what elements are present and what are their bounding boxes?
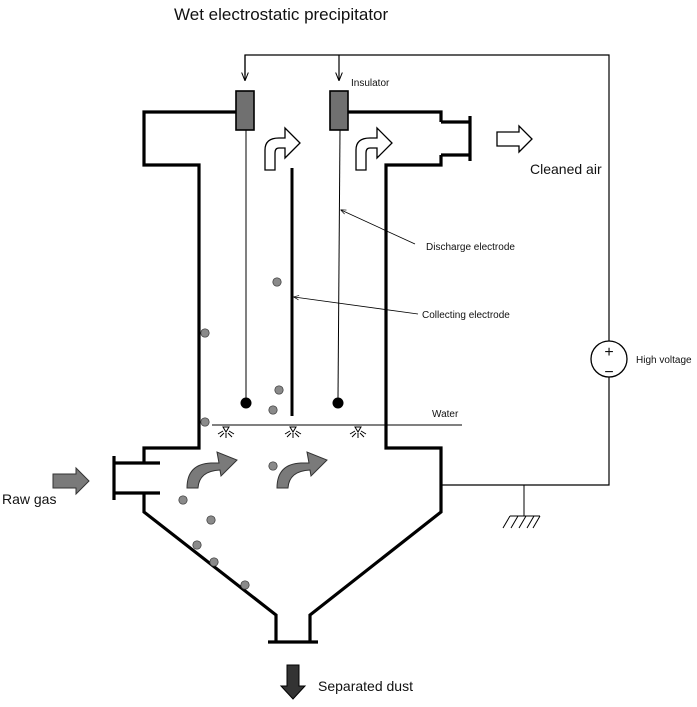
raw-gas-inlet-arrow: [52, 466, 90, 496]
gas-flow-arrow-lower-right: [276, 451, 328, 489]
diagram-title: Wet electrostatic precipitator: [174, 5, 388, 24]
cleaned-air-outlet-arrow: [496, 124, 533, 154]
gas-flow-arrow-upper-left: [264, 126, 301, 171]
separated-dust-label: Separated dust: [318, 678, 413, 694]
gas-flow-arrow-lower-left: [186, 451, 238, 489]
particle: [178, 495, 188, 505]
positive-terminal-sign: +: [604, 344, 613, 361]
insulator-label: Insulator: [351, 78, 390, 89]
separated-dust-arrow: [279, 664, 307, 700]
particle: [268, 405, 278, 415]
discharge-electrode-weight-right: [332, 397, 344, 409]
particle: [240, 580, 250, 590]
collecting-electrode-leader: [294, 297, 419, 315]
particle: [200, 328, 210, 338]
particle: [192, 540, 202, 550]
particle: [206, 515, 216, 525]
raw-gas-label: Raw gas: [2, 491, 56, 507]
particle: [274, 385, 284, 395]
dust-particles: [178, 277, 284, 590]
discharge-electrode-label: Discharge electrode: [426, 242, 515, 253]
gas-flow-arrow-upper-right: [355, 126, 393, 171]
particle: [200, 417, 210, 427]
particle: [272, 277, 282, 287]
insulator-right: [329, 90, 349, 131]
vessel-left-wall: [142, 110, 246, 463]
high-voltage-label: High voltage: [636, 355, 692, 366]
insulator-left: [235, 90, 255, 131]
spray-nozzle-icon: [217, 426, 367, 438]
outlet-lower-wall: [308, 155, 443, 642]
hv-wire-bottom: [441, 377, 610, 486]
water-label: Water: [432, 409, 459, 420]
vessel-right-wall: [346, 110, 443, 122]
discharge-electrode-leader: [341, 210, 416, 245]
particle: [209, 557, 219, 567]
outlet-flange: [441, 116, 472, 161]
dc-voltage-source-icon: + −: [590, 340, 628, 381]
inlet-lower-wall: [142, 493, 278, 642]
negative-terminal-sign: −: [604, 364, 613, 381]
discharge-electrode-weight-left: [240, 397, 252, 409]
cleaned-air-label: Cleaned air: [530, 161, 602, 177]
ground-symbol-icon: [502, 485, 541, 529]
particle: [268, 461, 278, 471]
discharge-electrode-wire-right: [337, 129, 341, 399]
collecting-electrode-label: Collecting electrode: [422, 310, 510, 321]
inlet-flange: [112, 456, 160, 500]
